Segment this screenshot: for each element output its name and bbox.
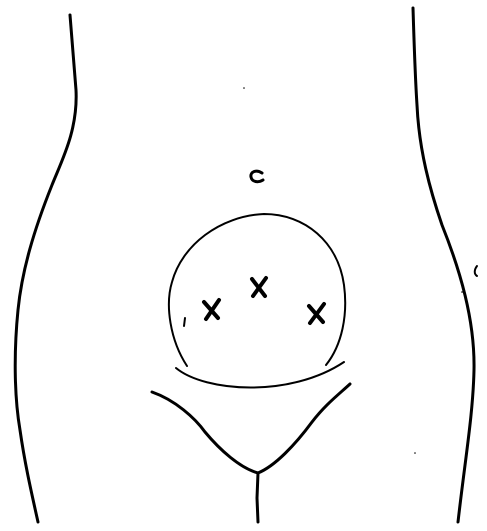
cross-mark-center — [252, 278, 266, 296]
right-torso-outline — [413, 8, 474, 522]
midline-stroke — [257, 473, 258, 522]
cross-mark-left — [204, 300, 219, 319]
groin-v-outline — [152, 384, 350, 473]
speck — [475, 266, 477, 276]
left-torso-outline — [15, 15, 76, 522]
navel-mark — [251, 171, 263, 182]
speck — [414, 452, 416, 454]
cross-mark-right — [309, 304, 324, 323]
speck — [461, 291, 463, 293]
small-tick-mark — [184, 318, 185, 326]
swelling-lower-arc — [176, 362, 344, 388]
speck — [243, 87, 245, 89]
